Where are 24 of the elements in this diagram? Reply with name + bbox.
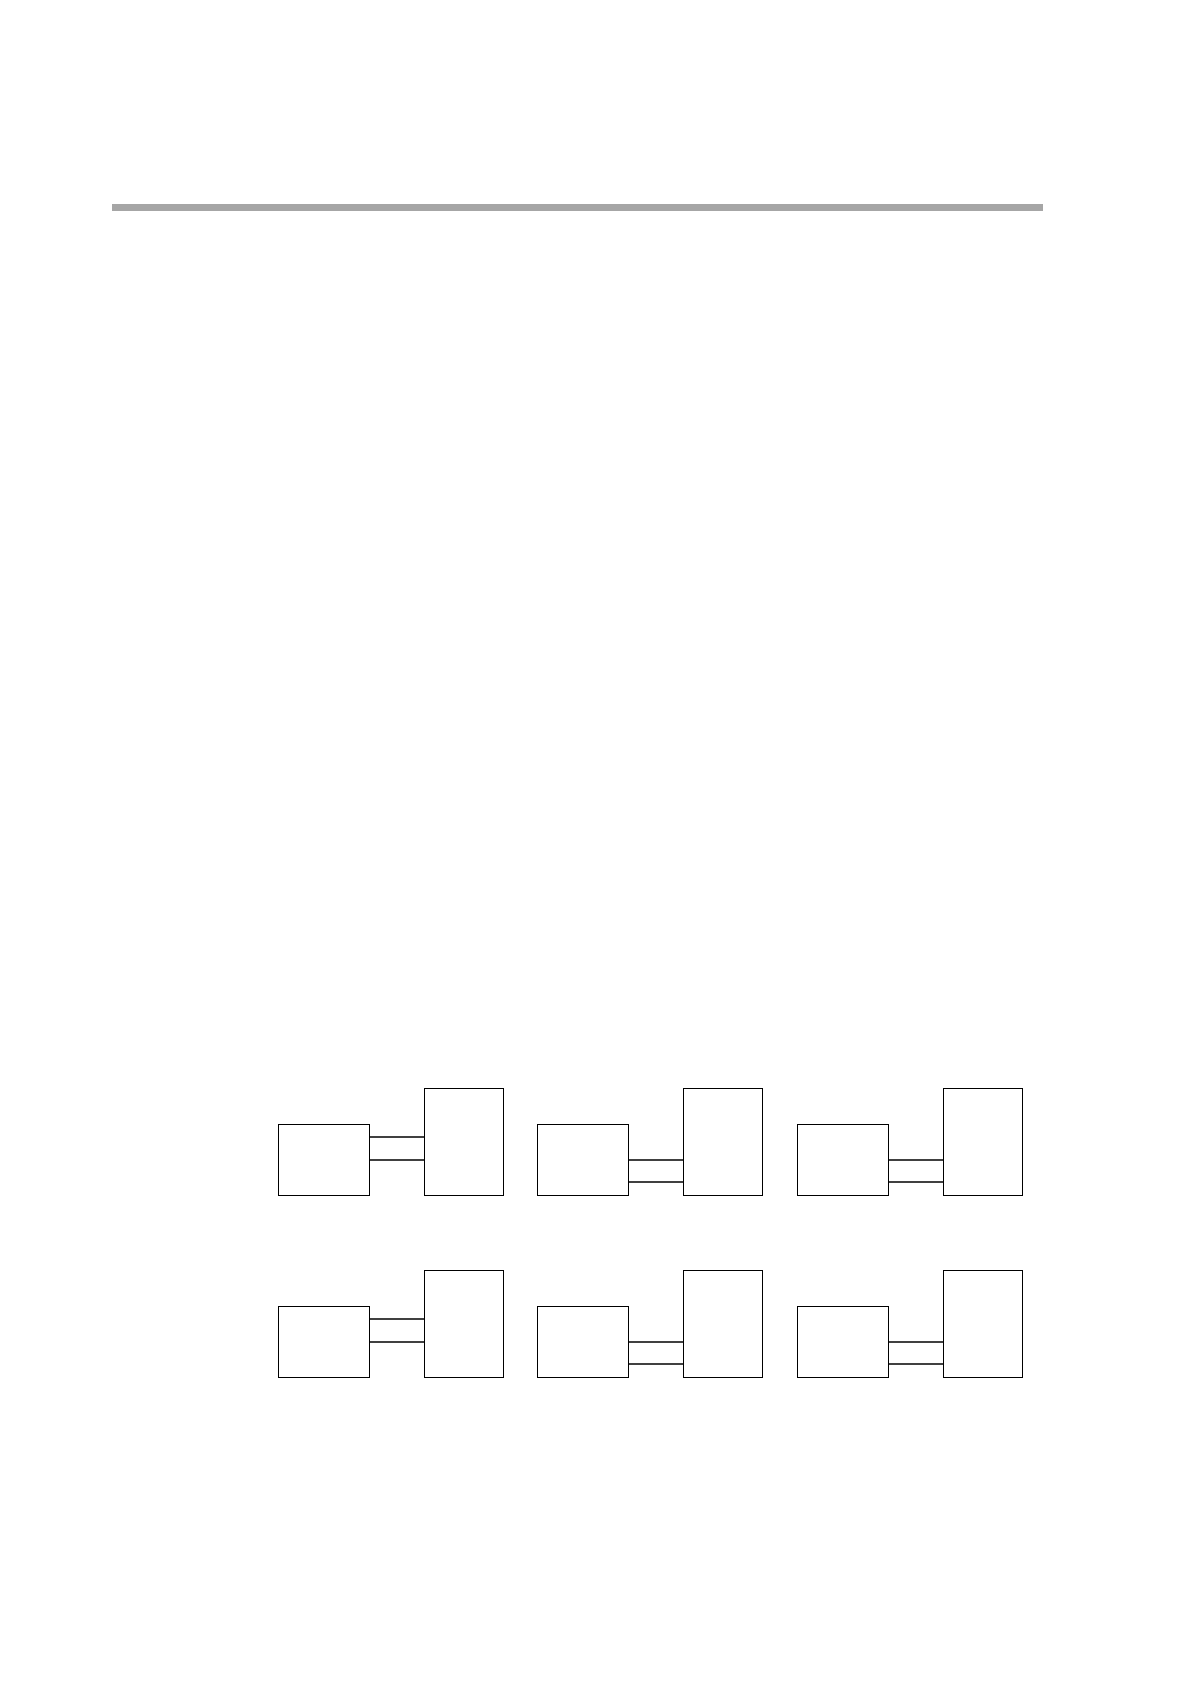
- block-box: [797, 1124, 889, 1196]
- block-box: [278, 1306, 370, 1378]
- connector-line: [369, 1318, 425, 1320]
- connector-line: [888, 1341, 944, 1343]
- connector-line: [888, 1159, 944, 1161]
- block-box: [537, 1306, 629, 1378]
- connector-line: [628, 1363, 684, 1365]
- block-box: [943, 1270, 1023, 1378]
- block-box: [797, 1306, 889, 1378]
- connector-line: [628, 1181, 684, 1183]
- block-box: [424, 1270, 504, 1378]
- block-box: [537, 1124, 629, 1196]
- block-box: [943, 1088, 1023, 1196]
- block-box: [424, 1088, 504, 1196]
- block-box: [683, 1088, 763, 1196]
- connector-line: [888, 1181, 944, 1183]
- block-box: [683, 1270, 763, 1378]
- block-box: [278, 1124, 370, 1196]
- connector-line: [888, 1363, 944, 1365]
- connector-line: [628, 1159, 684, 1161]
- connector-line: [369, 1159, 425, 1161]
- connector-line: [628, 1341, 684, 1343]
- connector-line: [369, 1136, 425, 1138]
- connector-line: [369, 1341, 425, 1343]
